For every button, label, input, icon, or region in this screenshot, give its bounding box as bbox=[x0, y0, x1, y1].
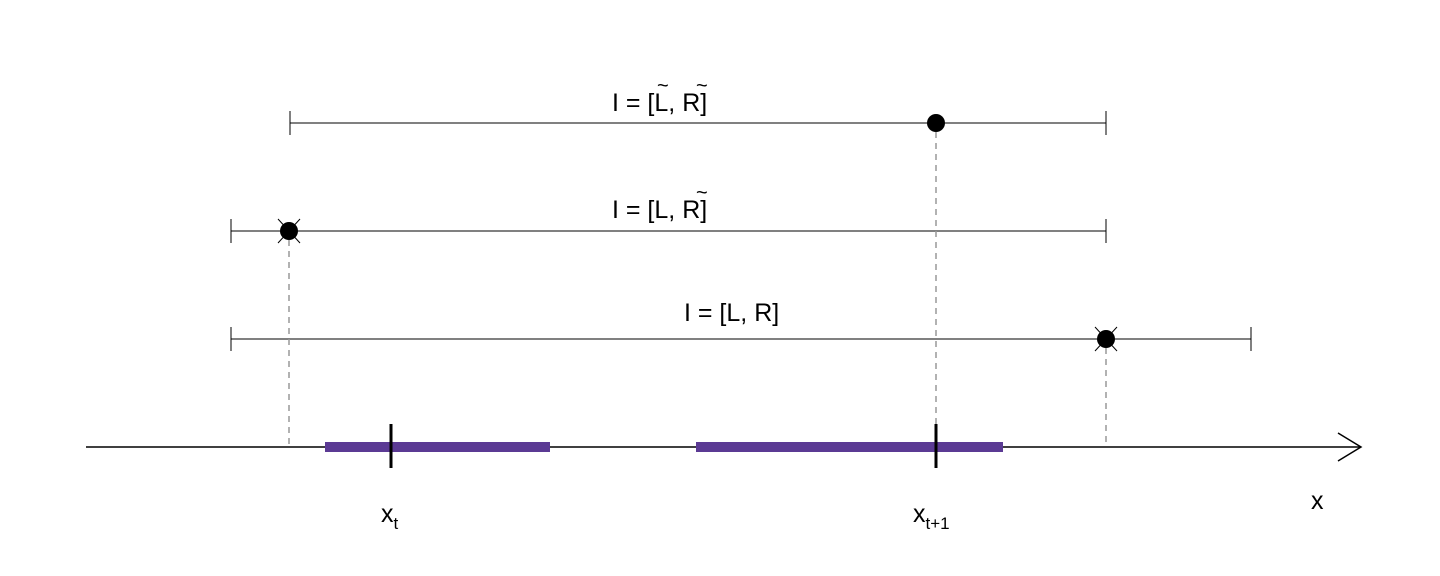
interval-1-right-tilde: ~ bbox=[696, 75, 708, 97]
interval-1-sample-point bbox=[927, 114, 945, 132]
interval-2: I = [L, R] ~ bbox=[230, 182, 1107, 244]
interval-3-rejected-point bbox=[1094, 326, 1118, 352]
point-xt1-label: xt+1 bbox=[913, 500, 950, 533]
x-axis-label: x bbox=[1311, 487, 1324, 515]
interval-3-label: I = [L, R] bbox=[684, 299, 779, 327]
x-axis-arrow-icon bbox=[1337, 432, 1363, 462]
interval-2-rejected-point bbox=[277, 218, 301, 244]
interval-1-label: I = [L, R] bbox=[612, 89, 707, 117]
interval-2-label: I = [L, R] bbox=[612, 196, 707, 224]
interval-2-right-tilde: ~ bbox=[696, 182, 708, 204]
slice-segment-2 bbox=[696, 442, 1003, 452]
slice-segment-1 bbox=[325, 442, 550, 452]
interval-1: I = [L, R] ~ ~ bbox=[289, 75, 1107, 135]
point-xt-label: xt bbox=[381, 500, 399, 533]
interval-1-left-tilde: ~ bbox=[657, 75, 669, 97]
interval-3: I = [L, R] bbox=[230, 299, 1252, 352]
